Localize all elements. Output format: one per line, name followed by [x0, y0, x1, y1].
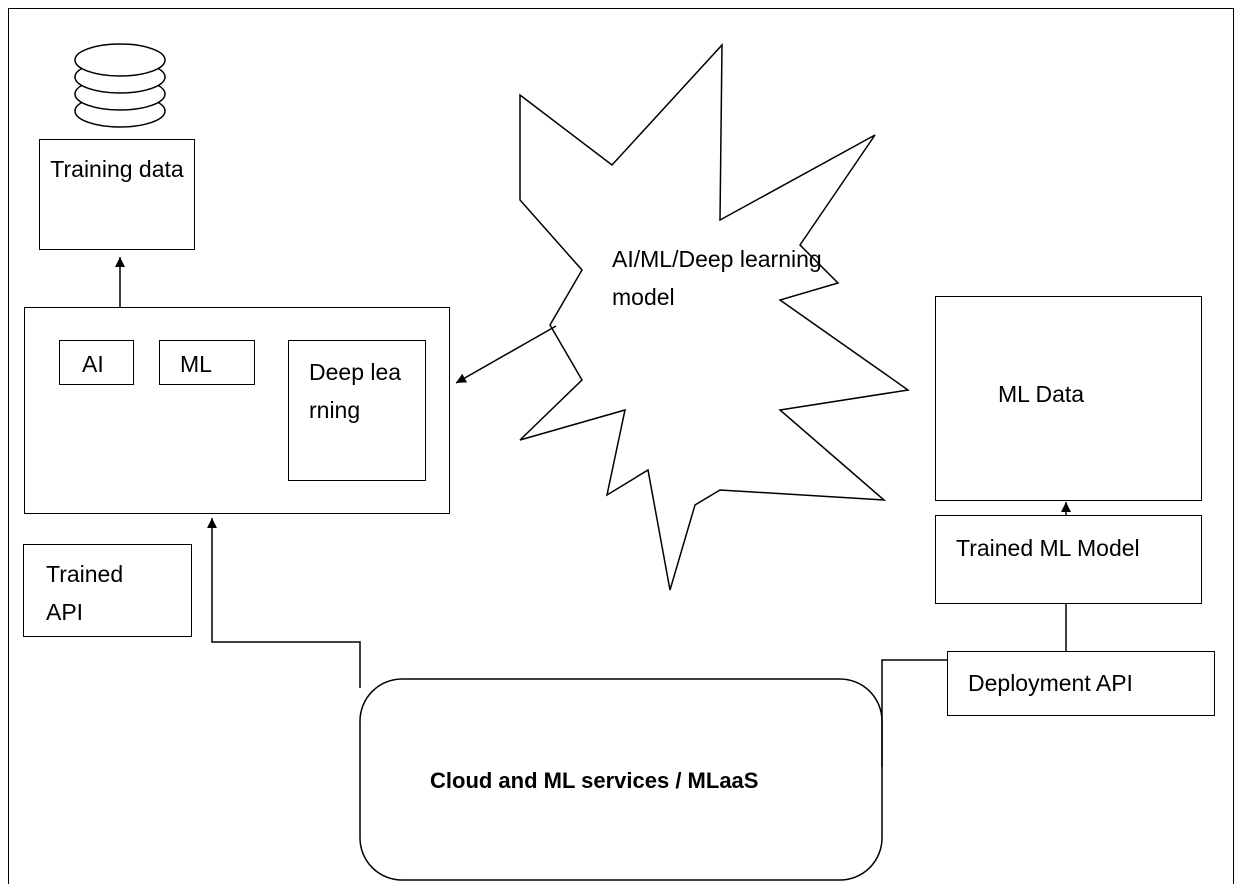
cloud-services-label: Cloud and ML services / MLaaS — [430, 768, 759, 793]
training-data-label: Training data — [50, 156, 184, 182]
database-icon — [74, 43, 166, 128]
starburst-shape — [519, 43, 910, 591]
ml-label: ML — [180, 351, 212, 377]
deployment-api-box: Deployment API — [947, 651, 1215, 716]
training-data-box: Training data — [39, 139, 195, 250]
trained-api-label: Trained API — [46, 561, 124, 625]
cloud-box — [359, 678, 883, 881]
trained-api-box: Trained API — [23, 544, 192, 637]
arrow-cloud-to-model-box — [207, 518, 361, 688]
trained-ml-model-label: Trained ML Model — [956, 535, 1140, 561]
ml-data-label: ML Data — [998, 381, 1085, 407]
model-container-box: AI ML Deep learning — [24, 307, 450, 514]
ai-label: AI — [82, 351, 104, 377]
ai-box: AI — [59, 340, 134, 385]
trained-ml-model-box: Trained ML Model — [935, 515, 1202, 604]
deep-learning-box: Deep learning — [288, 340, 426, 481]
deployment-api-label: Deployment API — [968, 670, 1133, 696]
deep-learning-label: Deep learning — [309, 359, 402, 423]
diagram-frame — [8, 8, 1234, 884]
ml-data-box: ML Data — [935, 296, 1202, 501]
model-star-label: AI/ML/Deep learning model — [612, 246, 822, 310]
ml-box: ML — [159, 340, 255, 385]
arrow-star-to-model-box — [455, 325, 557, 384]
